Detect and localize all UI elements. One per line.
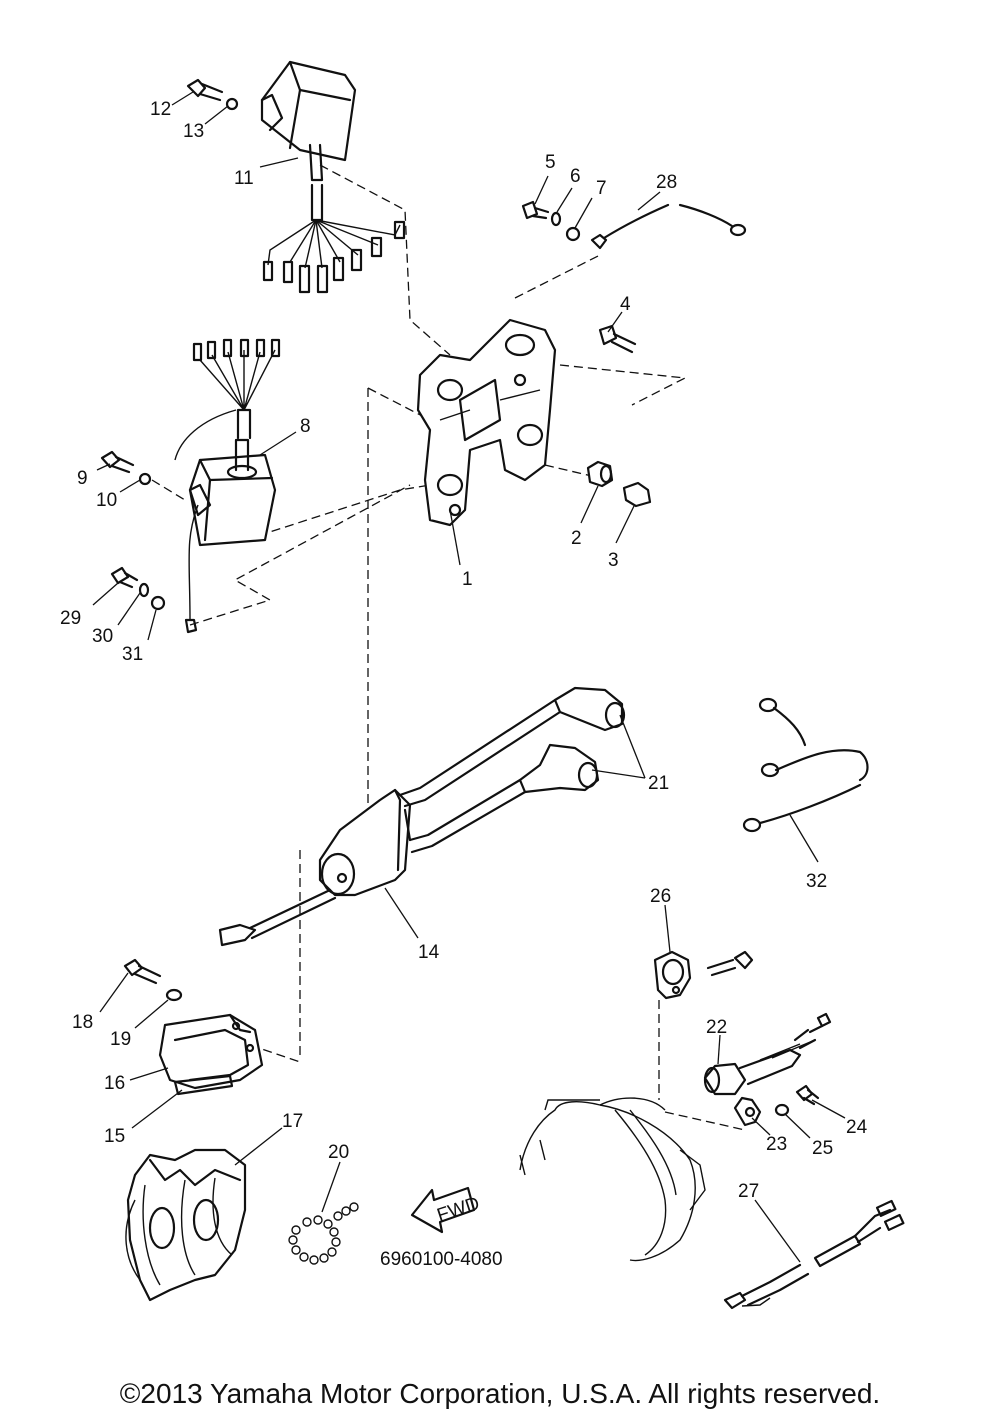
callout-11: 11	[234, 168, 254, 189]
callout-8: 8	[300, 416, 311, 437]
part-5-bolt	[521, 200, 550, 220]
part-13-washer	[225, 97, 239, 111]
part-3-collar	[622, 481, 652, 508]
part-18-bolt	[123, 958, 162, 985]
callout-12: 12	[150, 99, 171, 120]
callout-4: 4	[620, 294, 631, 315]
part-32-ground-leads	[742, 697, 869, 833]
part-25-washer	[774, 1103, 790, 1117]
part-28-lead-wire	[590, 203, 747, 250]
part-11-regulator	[260, 60, 357, 222]
callout-26: 26	[650, 886, 671, 907]
part-24-bolt	[795, 1084, 820, 1106]
part-19-washer	[165, 988, 183, 1002]
callout-22: 22	[706, 1017, 727, 1038]
part-21-plug-cap	[398, 686, 626, 854]
part-6-washer	[550, 211, 562, 227]
part-1-bracket	[416, 318, 557, 527]
copyright-notice: ©2013 Yamaha Motor Corporation, U.S.A. A…	[119, 1378, 881, 1409]
part-20-chain	[288, 1202, 359, 1265]
part-23-clip	[733, 1096, 762, 1127]
part-10-washer	[138, 472, 152, 486]
callout-15: 15	[104, 1126, 125, 1147]
callout-10: 10	[96, 490, 117, 511]
part-12-bolt	[186, 78, 224, 102]
assembly-lines	[151, 164, 746, 1131]
callout-20: 20	[328, 1142, 349, 1163]
callout-13: 13	[183, 121, 204, 142]
callout-25: 25	[812, 1138, 833, 1159]
part-15-band	[173, 1074, 234, 1096]
callout-31: 31	[122, 644, 143, 665]
callout-29: 29	[60, 608, 81, 629]
part-29-bolt	[110, 566, 139, 589]
callout-27: 27	[738, 1181, 759, 1202]
part-7-washer	[565, 226, 581, 242]
callout-2: 2	[571, 528, 582, 549]
callout-labels: 1 2 3 4 5 6 7 8 9 10 11 12 13 14 15 16 1…	[60, 99, 868, 1270]
fwd-arrow-icon: FWD	[410, 1186, 482, 1234]
part-14-ignition-coil	[218, 788, 412, 947]
leader-lines	[92, 91, 846, 1263]
callout-5: 5	[545, 152, 556, 173]
callout-30: 30	[92, 626, 113, 647]
callout-18: 18	[72, 1012, 93, 1033]
callout-24: 24	[846, 1117, 868, 1138]
part-16-clamp	[158, 1013, 264, 1090]
callout-9: 9	[77, 468, 88, 489]
part-30-washer	[138, 582, 150, 598]
callout-32: 32	[806, 871, 827, 892]
callout-6: 6	[570, 166, 581, 187]
callout-17: 17	[282, 1111, 303, 1132]
part-2-grommet	[586, 460, 614, 488]
callout-23: 23	[766, 1134, 787, 1155]
part-26-clamp	[653, 950, 754, 1000]
callout-1: 1	[462, 569, 473, 590]
part-4-bolt	[598, 324, 637, 354]
callout-28: 28	[656, 172, 677, 193]
part-22-thermo-switch	[703, 1012, 832, 1096]
part-17-cover	[125, 1148, 247, 1302]
callout-7: 7	[596, 178, 607, 199]
callout-21: 21	[648, 773, 669, 794]
part-27-harness	[723, 1199, 905, 1310]
callout-16: 16	[104, 1073, 125, 1094]
callout-19: 19	[110, 1029, 131, 1050]
part-11-harness	[262, 219, 406, 294]
part-code: 6960100-4080	[380, 1249, 503, 1270]
callout-14: 14	[418, 942, 440, 963]
engine-outline	[519, 1097, 706, 1262]
part-9-bolt	[100, 450, 135, 474]
part-31-washer	[150, 595, 166, 611]
part-8-cdi-unit	[174, 338, 281, 634]
callout-3: 3	[608, 550, 619, 571]
